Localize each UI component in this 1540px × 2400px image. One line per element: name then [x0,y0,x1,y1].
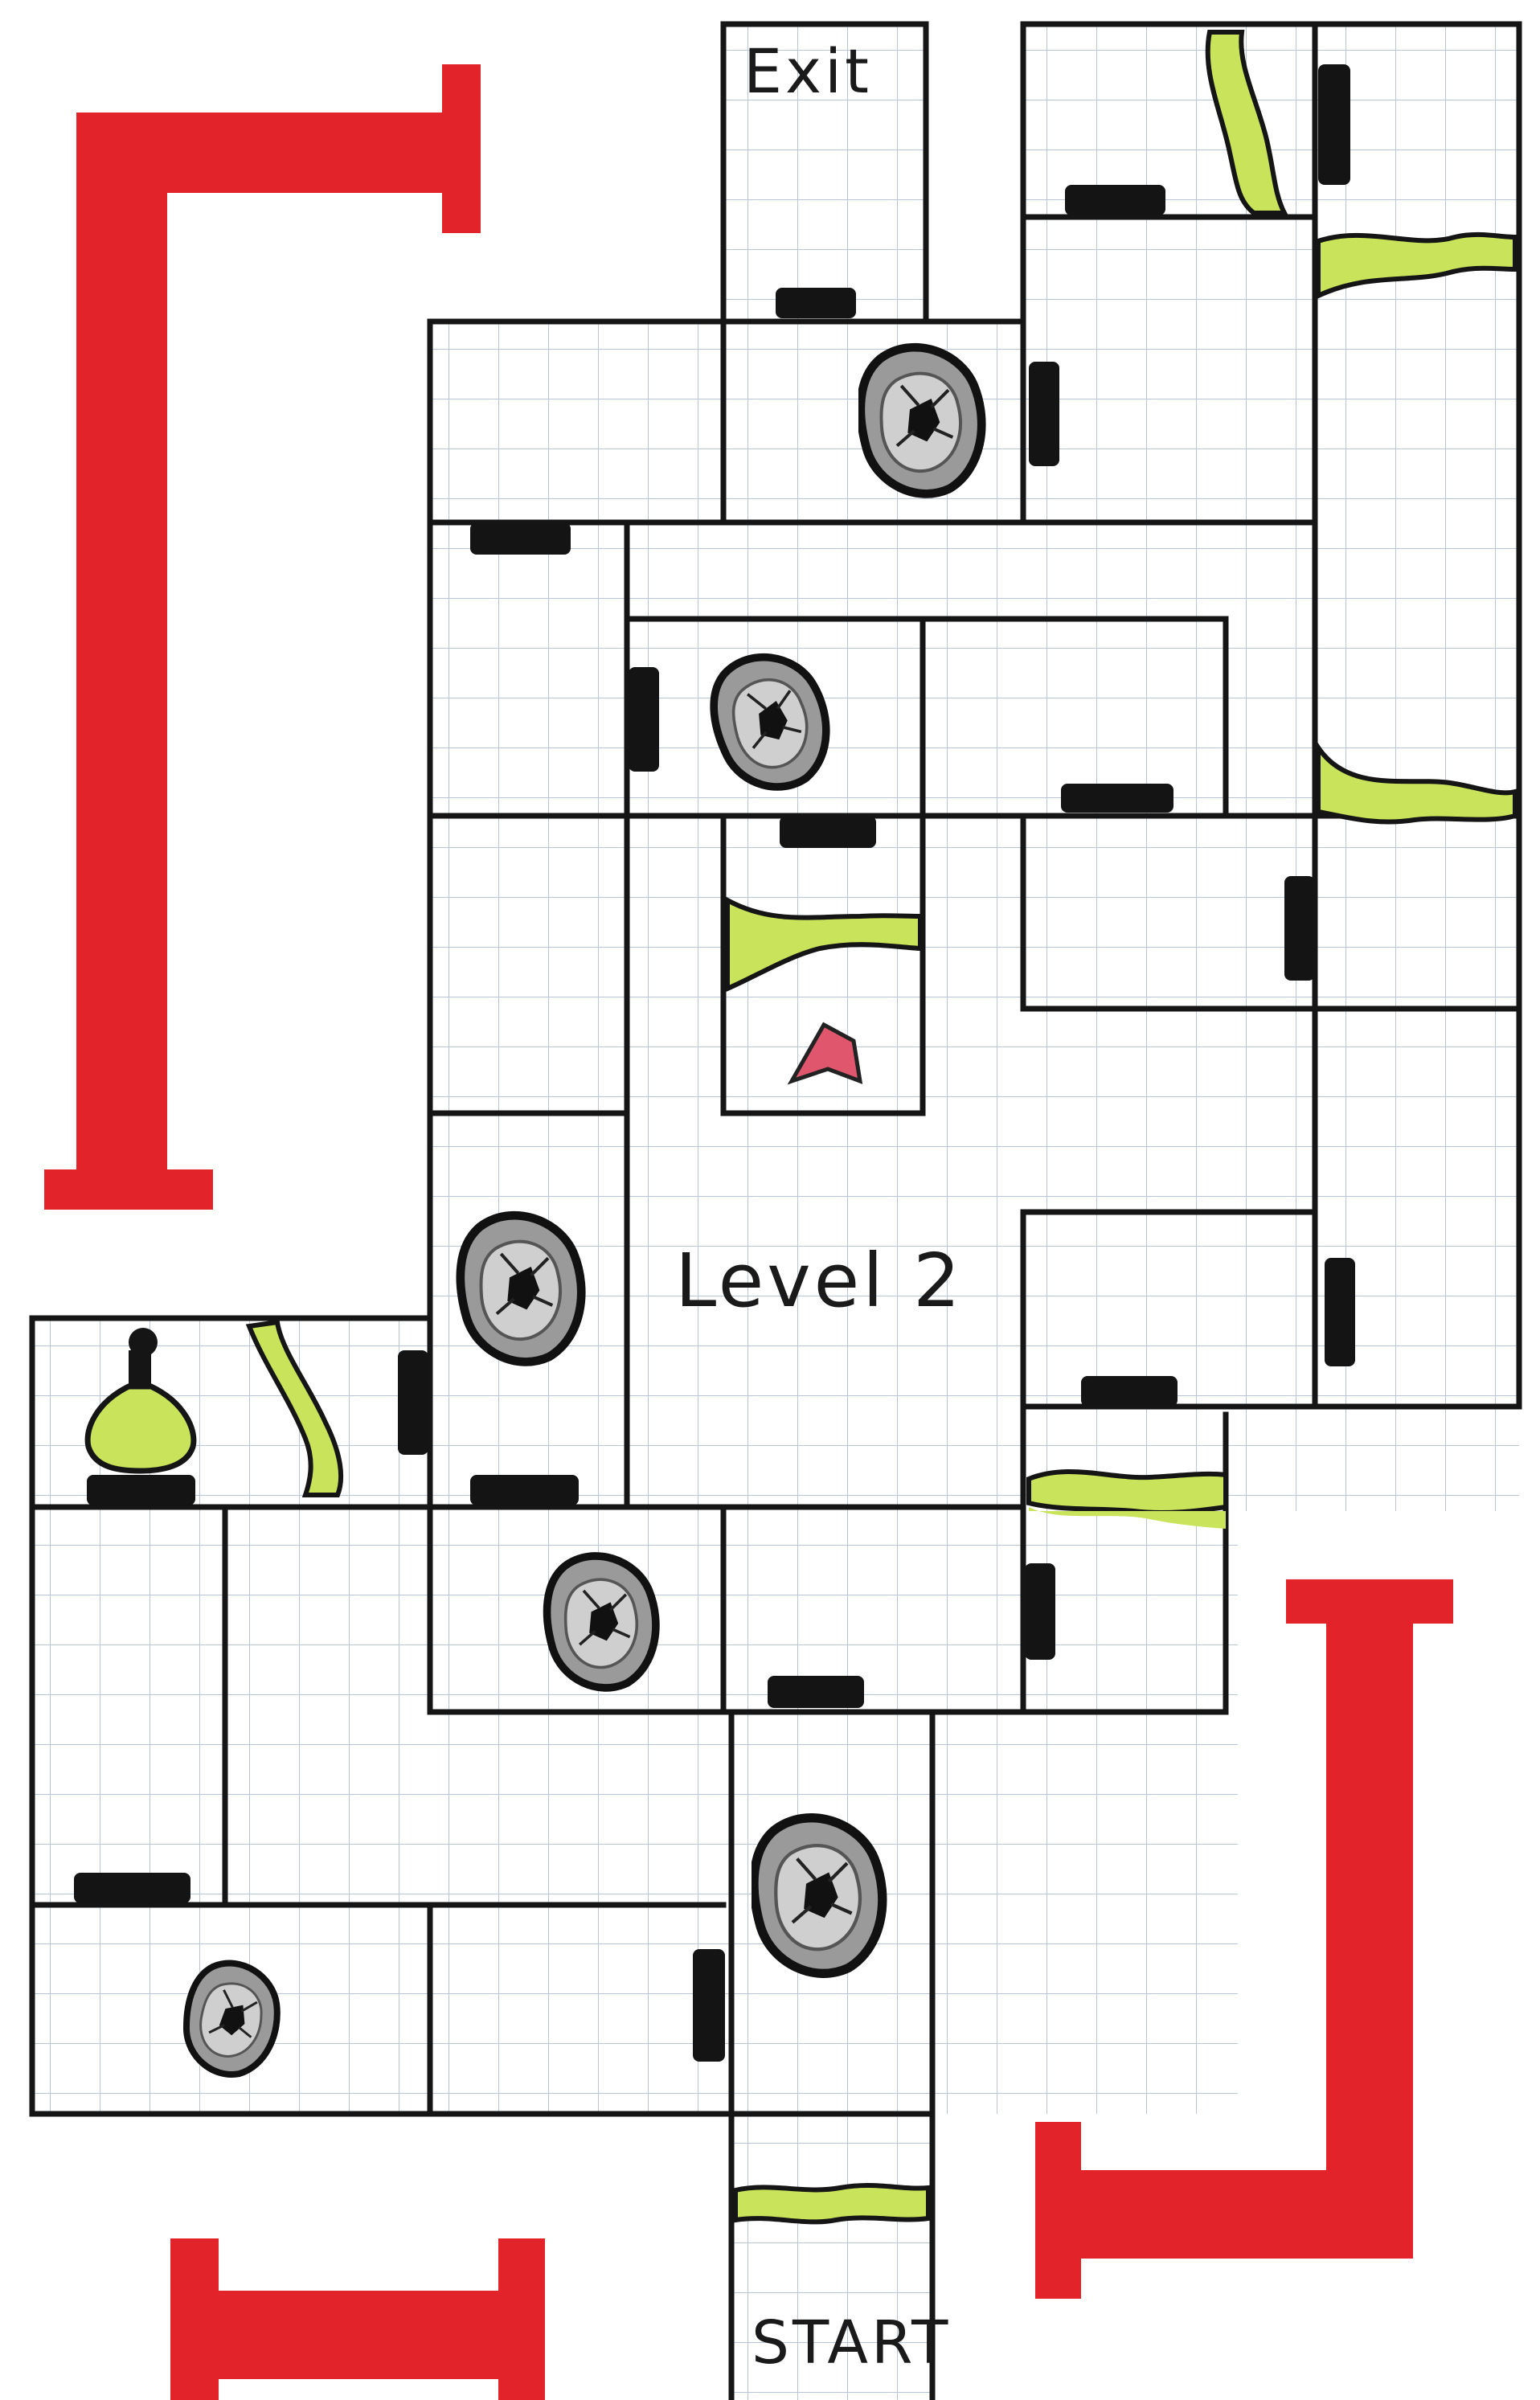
door-icon [1325,1258,1355,1366]
door-icon [1081,1376,1178,1407]
door-icon [87,1475,195,1505]
door-icon [768,1676,864,1708]
door-icon [470,1475,579,1505]
door-icon [776,288,856,318]
door-icon [398,1350,428,1455]
door-icon [74,1873,190,1903]
rock-pit-icon [547,1556,656,1688]
rock-pit-icon [754,1818,883,1974]
door-icon [1284,876,1315,981]
door-icon [1318,64,1350,185]
door-icon [1025,1563,1055,1660]
door-icon [1061,784,1173,813]
door-icon [470,522,571,555]
acid-stream-icon [735,2185,928,2222]
door-icon [1065,185,1165,215]
rock-pit-icon [861,347,981,494]
exit-label: Exit [743,35,872,107]
rock-pit-icon [461,1215,581,1362]
door-icon [780,816,876,848]
door-icon [1029,362,1059,466]
start-label: START [752,2308,951,2377]
level-label: Level 2 [675,1238,964,1324]
door-icon [693,1949,725,2062]
door-icon [629,667,659,772]
acid-stream-icon [1029,1472,1226,1513]
